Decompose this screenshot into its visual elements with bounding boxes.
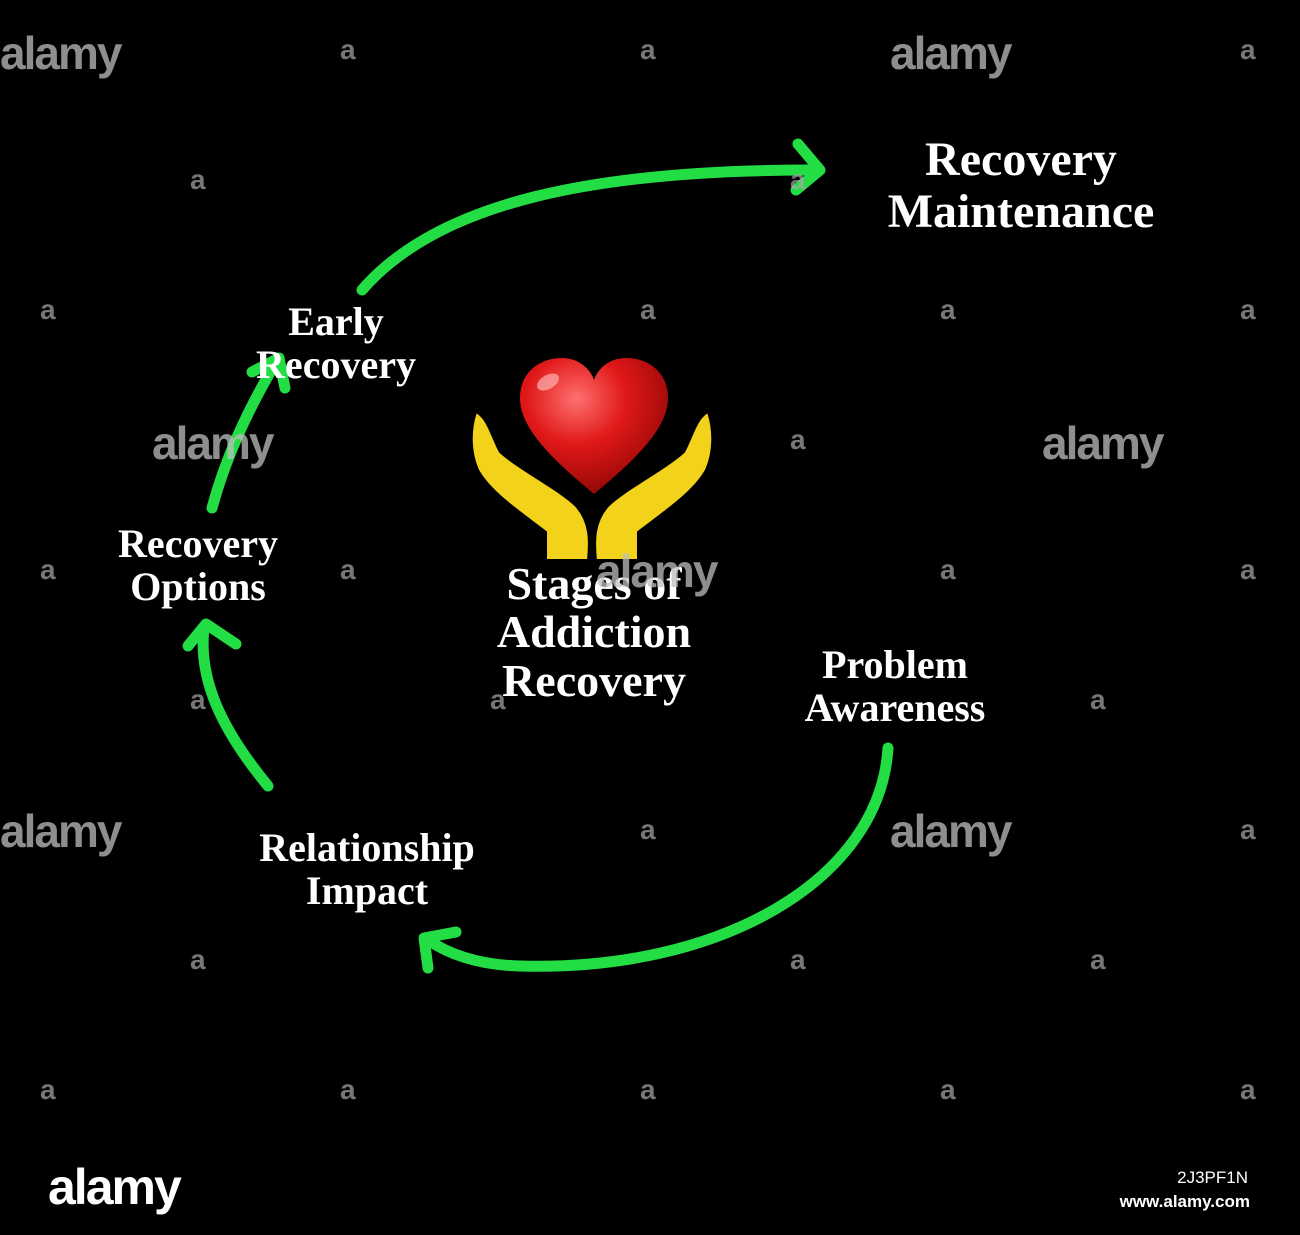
watermark-word: alamy [0, 805, 122, 857]
watermark-word: alamy [596, 545, 718, 597]
center-title-line-2: Addiction [496, 606, 692, 658]
watermark-letter: a [1240, 1074, 1256, 1105]
watermark-letter: a [1240, 34, 1256, 65]
watermark-word: alamy [890, 27, 1012, 79]
stage-early-recovery-line-1: Early [288, 299, 384, 344]
watermark-letter: a [40, 1074, 56, 1105]
arrow-early-to-maintenance [356, 164, 818, 296]
footer-logo: alamy [48, 1159, 182, 1215]
right-hand-icon [594, 410, 714, 561]
watermark-letter: a [490, 684, 506, 715]
footer-image-id: 2J3PF1N [1177, 1168, 1248, 1187]
stage-problem-awareness-line-1: Problem [822, 642, 968, 687]
stage-recovery-options-line-2: Options [130, 564, 266, 610]
watermark-letter: a [640, 294, 656, 325]
stage-recovery-maintenance-line-2: Maintenance [887, 184, 1155, 238]
watermark-word: alamy [890, 805, 1012, 857]
center-title-line-3: Recovery [502, 654, 686, 706]
watermark-letter: a [790, 164, 806, 195]
arrowhead-early [246, 352, 291, 394]
arrow-awareness-to-impact [422, 742, 894, 972]
watermark-letter: a [790, 424, 806, 455]
heart-icon [520, 358, 668, 494]
center-title-line-1: Stages of [506, 558, 682, 609]
stage-relationship-impact-line-1: Relationship [259, 825, 475, 870]
watermark-letter: a [1090, 684, 1106, 715]
watermark-word: alamy [1042, 417, 1164, 469]
watermark-letter: a [1240, 814, 1256, 845]
stage-relationship-impact: Relationship Impact [259, 825, 475, 914]
watermark-letter: a [340, 554, 356, 585]
stage-problem-awareness: Problem Awareness [804, 642, 986, 731]
watermark-letter: a [1090, 944, 1106, 975]
watermark-letter: a [940, 554, 956, 585]
left-hand-icon [470, 410, 590, 561]
watermark-letter: a [640, 1074, 656, 1105]
watermark-letter: a [1240, 554, 1256, 585]
stage-relationship-impact-line-2: Impact [305, 868, 429, 914]
stage-early-recovery: Early Recovery [256, 299, 416, 388]
watermark-letter: a [340, 34, 356, 65]
footer-url: www.alamy.com [1119, 1192, 1250, 1211]
stage-recovery-maintenance: Recovery Maintenance [888, 134, 1155, 238]
stage-recovery-options: Recovery Options [118, 521, 278, 610]
stage-problem-awareness-line-2: Awareness [804, 685, 986, 731]
stage-recovery-maintenance-line-1: Recovery [925, 133, 1117, 186]
arrow-options-to-early [206, 356, 282, 514]
watermark-letter: a [190, 684, 206, 715]
watermark-letter: a [340, 1074, 356, 1105]
watermark-letter: a [940, 1074, 956, 1105]
arrowhead-maintenance [790, 138, 826, 196]
watermark-letter: a [190, 164, 206, 195]
stage-early-recovery-line-2: Recovery [256, 342, 416, 388]
watermark-letter: a [40, 294, 56, 325]
stage-recovery-options-line-1: Recovery [118, 521, 278, 566]
watermark-word: alamy [0, 27, 122, 79]
watermark-letter: a [1240, 294, 1256, 325]
center-title: Stages of Addiction Recovery [496, 558, 692, 706]
arrowhead-options [182, 618, 242, 652]
arrow-impact-to-options [197, 622, 274, 792]
watermark-word: alamy [152, 417, 274, 469]
arrowhead-impact [418, 926, 462, 974]
watermark-letter: a [940, 294, 956, 325]
watermark-letter: a [190, 944, 206, 975]
watermark-letter: a [640, 814, 656, 845]
watermark-letter: a [790, 944, 806, 975]
watermark-letter: a [40, 554, 56, 585]
watermark-letter: a [640, 34, 656, 65]
